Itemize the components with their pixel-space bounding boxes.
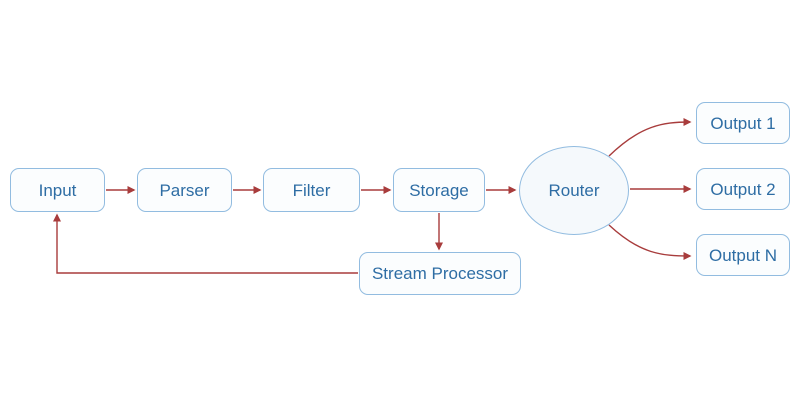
node-stream-processor-label: Stream Processor [371, 264, 509, 283]
node-output-1-label: Output 1 [710, 113, 776, 133]
node-filter-label: Filter [292, 180, 331, 200]
node-storage: Storage [393, 168, 485, 212]
node-input: Input [10, 168, 105, 212]
node-parser: Parser [137, 168, 232, 212]
edge-router-output-n [608, 224, 692, 260]
node-stream-processor: Stream Processor [359, 252, 521, 295]
edge-stream-processor-input-feedback [53, 213, 358, 274]
edge-router-output-1 [608, 118, 692, 157]
node-output-2: Output 2 [696, 168, 790, 210]
node-output-n: Output N [696, 234, 790, 276]
node-input-label: Input [38, 180, 77, 200]
node-output-2-label: Output 2 [710, 179, 776, 199]
node-output-n-label: Output N [708, 245, 778, 265]
node-filter: Filter [263, 168, 360, 212]
node-parser-label: Parser [159, 180, 210, 200]
node-router: Router [519, 146, 629, 235]
node-router-label: Router [548, 181, 600, 200]
node-storage-label: Storage [409, 180, 469, 200]
node-output-1: Output 1 [696, 102, 790, 144]
